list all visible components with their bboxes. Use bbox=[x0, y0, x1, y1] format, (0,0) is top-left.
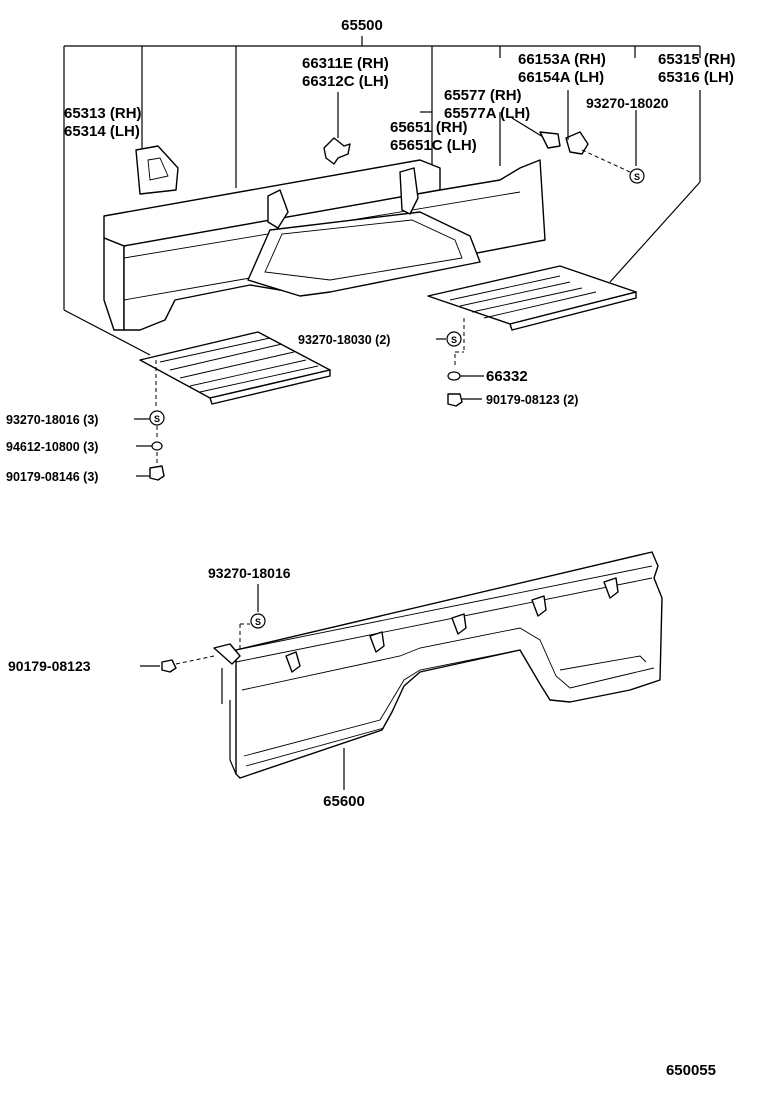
front-panel bbox=[103, 159, 546, 331]
clip-66311E bbox=[323, 137, 351, 165]
label-65600: 65600 bbox=[323, 793, 365, 810]
spacer-94612-10800 bbox=[151, 441, 163, 451]
label-90179-08123-2: 90179-08123 (2) bbox=[486, 393, 578, 407]
washer-93270-18016-3: S bbox=[149, 410, 165, 426]
label-90179-08146: 90179-08146 (3) bbox=[6, 470, 98, 484]
side-panel-65600 bbox=[213, 551, 663, 779]
label-90179-08123: 90179-08123 bbox=[8, 658, 91, 674]
label-65577: 65577 (RH) bbox=[444, 87, 522, 104]
label-66332: 66332 bbox=[486, 368, 528, 385]
hinge-65577 bbox=[511, 117, 561, 149]
step-65315 bbox=[427, 90, 701, 331]
nut-90179-08123 bbox=[140, 655, 215, 673]
label-66154A: 66154A (LH) bbox=[518, 69, 604, 86]
assembly-leader-65500 bbox=[63, 36, 701, 356]
label-65500: 65500 bbox=[341, 17, 383, 34]
svg-text:S: S bbox=[154, 414, 160, 424]
washer-93270-18020: S bbox=[629, 168, 645, 184]
washer-66332 bbox=[447, 371, 484, 381]
label-65315: 65315 (RH) bbox=[658, 51, 736, 68]
label-94612-10800: 94612-10800 (3) bbox=[6, 440, 98, 454]
washer-93270-18030: S bbox=[446, 331, 462, 347]
label-66153A: 66153A (RH) bbox=[518, 51, 606, 68]
label-65316: 65316 (LH) bbox=[658, 69, 734, 86]
figure-id: 650055 bbox=[666, 1062, 716, 1079]
label-65314: 65314 (LH) bbox=[64, 123, 140, 140]
label-93270-18016-3: 93270-18016 (3) bbox=[6, 413, 98, 427]
nut-90179-08146 bbox=[149, 465, 165, 481]
label-65313: 65313 (RH) bbox=[64, 105, 142, 122]
label-65651: 65651 (RH) bbox=[390, 119, 468, 136]
label-66311E: 66311E (RH) bbox=[302, 55, 389, 72]
step-65651 bbox=[139, 331, 331, 405]
label-93270-18020: 93270-18020 bbox=[586, 95, 669, 111]
bracket-65313 bbox=[135, 145, 179, 195]
bracket-66153A bbox=[565, 131, 631, 173]
label-93270-18016: 93270-18016 bbox=[208, 565, 291, 581]
svg-text:S: S bbox=[634, 172, 640, 182]
svg-text:S: S bbox=[451, 335, 457, 345]
nut-90179-08123-2 bbox=[447, 393, 463, 407]
label-65577A: 65577A (LH) bbox=[444, 105, 530, 122]
label-93270-18030: 93270-18030 (2) bbox=[298, 333, 390, 347]
washer-93270-18016: S bbox=[250, 613, 266, 629]
svg-text:S: S bbox=[255, 617, 261, 627]
label-65651C: 65651C (LH) bbox=[390, 137, 477, 154]
label-66312C: 66312C (LH) bbox=[302, 73, 389, 90]
